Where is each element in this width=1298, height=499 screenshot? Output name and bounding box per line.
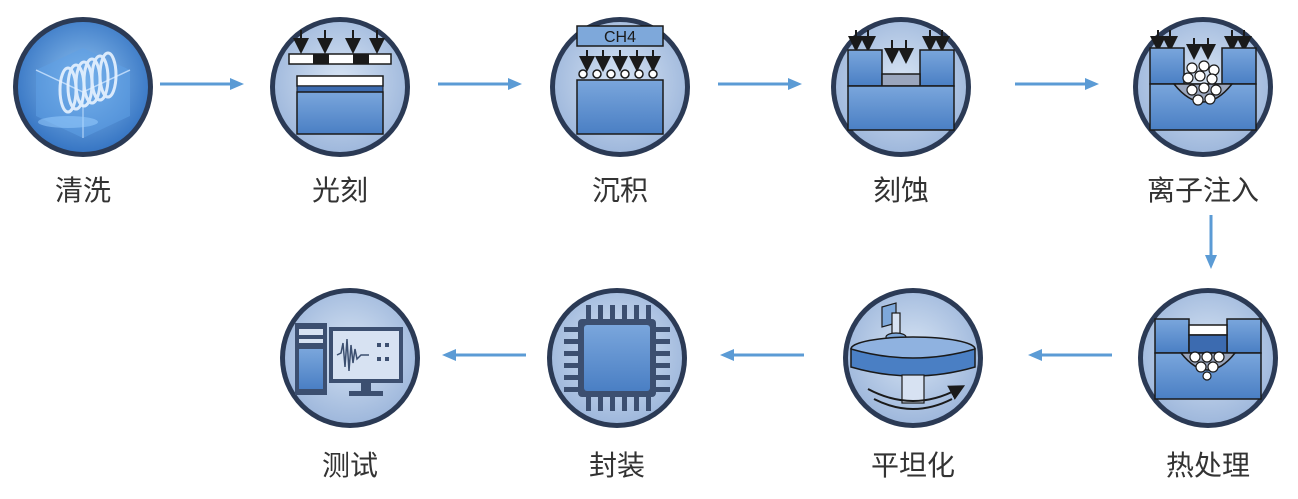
flow-arrow <box>1015 76 1100 92</box>
flow-arrow <box>1028 347 1113 363</box>
step-heat-treatment <box>1133 283 1283 433</box>
step-label-heat-treatment: 热处理 <box>1165 449 1250 482</box>
step-ion-implantation <box>1128 12 1278 162</box>
flow-arrow <box>720 347 805 363</box>
step-label-deposition: 沉积 <box>591 174 648 207</box>
photolithography-icon <box>270 17 410 157</box>
wafer-cleaning-icon <box>13 17 153 157</box>
step-label-testing: 测试 <box>321 449 378 482</box>
step-photolithography <box>265 12 415 162</box>
deposition-icon: CH4 <box>550 17 690 157</box>
step-deposition: CH4 <box>545 12 695 162</box>
planarization-icon <box>843 288 983 428</box>
testing-computer-icon <box>280 288 420 428</box>
gas-label: CH4 <box>604 29 636 46</box>
step-label-photolithography: 光刻 <box>311 174 368 207</box>
step-label-planarization: 平坦化 <box>870 449 955 482</box>
step-cleaning <box>8 12 158 162</box>
step-label-etching: 刻蚀 <box>872 174 929 207</box>
heat-treatment-icon <box>1138 288 1278 428</box>
step-packaging <box>542 283 692 433</box>
flow-arrow <box>1203 215 1219 270</box>
step-label-ion-implantation: 离子注入 <box>1146 174 1259 207</box>
packaging-chip-icon <box>547 288 687 428</box>
etching-icon <box>831 17 971 157</box>
flow-arrow <box>438 76 523 92</box>
flow-arrow <box>160 76 245 92</box>
step-label-cleaning: 清洗 <box>54 174 111 207</box>
ion-implantation-icon <box>1133 17 1273 157</box>
flow-arrow <box>718 76 803 92</box>
step-label-packaging: 封装 <box>588 449 645 482</box>
step-planarization <box>838 283 988 433</box>
step-etching <box>826 12 976 162</box>
flow-arrow <box>442 347 527 363</box>
step-testing <box>275 283 425 433</box>
